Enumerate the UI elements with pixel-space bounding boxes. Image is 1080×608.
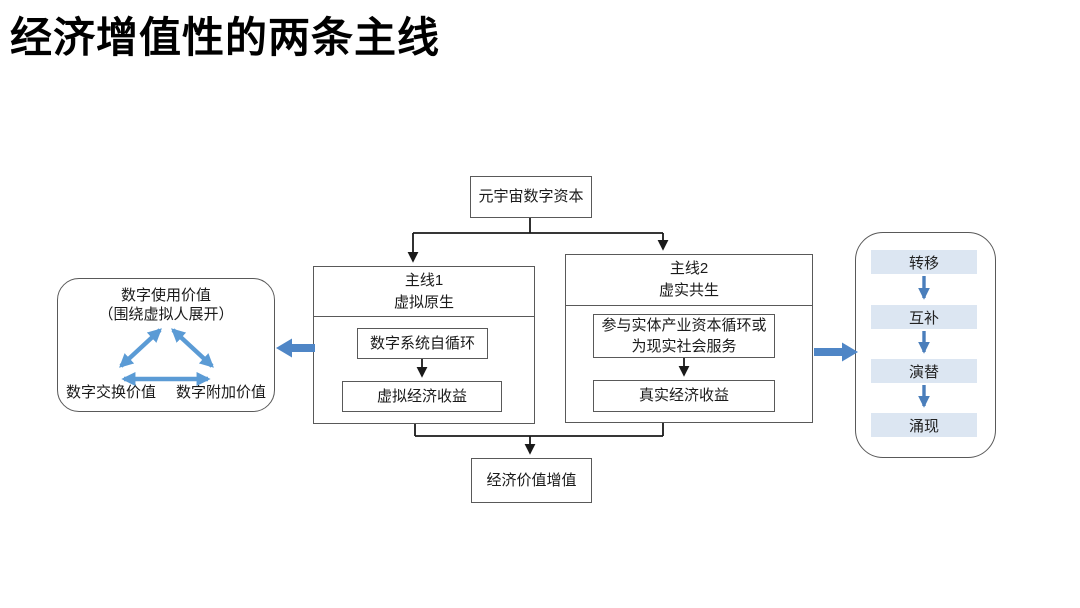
mainline1-title: 主线1 <box>404 271 444 289</box>
result-box: 经济价值增值 <box>471 458 592 503</box>
result-label: 经济价值增值 <box>486 471 577 489</box>
mainline2-subtitle: 虚实共生 <box>658 282 719 299</box>
value-added-label: 数字附加价值 <box>175 384 266 401</box>
evolution-step-complement-label: 互补 <box>908 309 939 327</box>
evolution-step-emergence-label: 涌现 <box>908 417 939 435</box>
page-title: 经济增值性的两条主线 <box>10 14 441 61</box>
mainline1-step1-box: 数字系统自循环 <box>357 328 488 359</box>
value-use-sublabel: （围绕虚拟人展开） <box>98 305 234 323</box>
evolution-step-succession-label: 演替 <box>908 363 939 381</box>
left-block-arrow-icon <box>276 338 315 358</box>
value-triangle-panel: 数字使用价值 （围绕虚拟人展开） 数字交换价值 数字附加价值 <box>57 278 275 412</box>
right-block-arrow-icon <box>814 342 858 362</box>
root-node-box: 元宇宙数字资本 <box>470 176 592 218</box>
mainline1-step2-label: 虚拟经济收益 <box>376 387 467 405</box>
mainline1-step2-box: 虚拟经济收益 <box>342 381 502 412</box>
evolution-step-transfer-label: 转移 <box>908 254 939 272</box>
value-exchange-label: 数字交换价值 <box>66 384 157 401</box>
mainline2-step1-line1: 参与实体产业资本循环或 <box>601 317 767 334</box>
mainline2-step2-box: 真实经济收益 <box>593 380 775 412</box>
mainline2-title: 主线2 <box>669 260 709 278</box>
mainline2-step1-box: 参与实体产业资本循环或 为现实社会服务 <box>593 314 775 358</box>
value-use-label: 数字使用价值 <box>120 287 211 304</box>
evolution-step-emergence: 涌现 <box>871 413 977 437</box>
mainline1-step1-label: 数字系统自循环 <box>369 334 475 352</box>
mainline2-step1-line2: 为现实社会服务 <box>631 338 737 355</box>
evolution-step-transfer: 转移 <box>871 250 977 274</box>
mainline2-step2-label: 真实经济收益 <box>638 387 729 405</box>
mainline1-subtitle: 虚拟原生 <box>393 293 454 311</box>
value-triangle-top-label: 数字使用价值 （围绕虚拟人展开） <box>58 287 274 325</box>
evolution-step-succession: 演替 <box>871 359 977 383</box>
root-node-label: 元宇宙数字资本 <box>478 188 584 206</box>
mainline2-header: 主线2 虚实共生 <box>566 255 812 306</box>
evolution-step-complement: 互补 <box>871 305 977 329</box>
mainline1-header: 主线1 虚拟原生 <box>314 267 534 317</box>
